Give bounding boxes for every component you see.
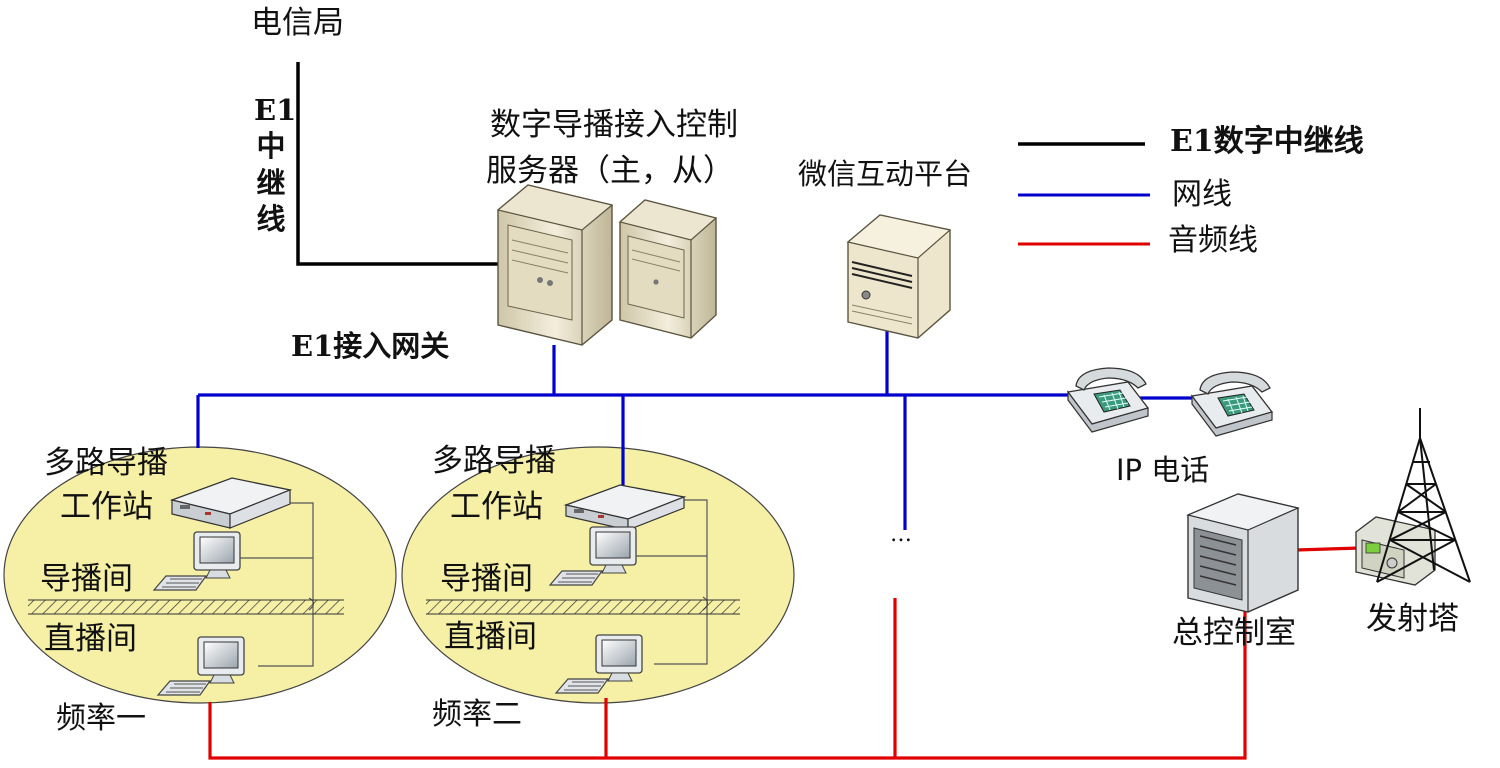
- server-icon: [846, 214, 952, 339]
- telecom-office-label: 电信局: [251, 5, 344, 41]
- station-group-label: 多路导播: [44, 445, 168, 481]
- e1-gateway-label: E1接入网关: [291, 329, 450, 363]
- station-frequency-label: 频率二: [432, 697, 522, 732]
- transmit-tower-label: 发射塔: [1366, 601, 1459, 637]
- ellipsis-label: …: [890, 522, 912, 547]
- master-control-room-label: 总控制室: [1172, 615, 1296, 651]
- station-studio-label: 直播间: [444, 619, 537, 655]
- tower-icon: [1376, 408, 1471, 583]
- station-director-room-label: 导播间: [440, 561, 533, 597]
- control-server-label-line1: 数字导播接入控制: [490, 107, 738, 143]
- legend-label-network: 网线: [1172, 177, 1232, 212]
- transmitter-icon: [1355, 516, 1436, 586]
- wall-divider: [426, 600, 740, 614]
- station-frequency-label: 频率一: [56, 701, 146, 736]
- server-icon: [618, 199, 718, 339]
- ip-phone-icon: [1191, 371, 1273, 437]
- legend-label-e1: E1数字中继线: [1170, 124, 1364, 159]
- station-workstation-label: 工作站: [60, 489, 153, 525]
- e1-trunk-label: E1 中 继 线: [254, 93, 297, 236]
- station-studio-label: 直播间: [44, 621, 137, 657]
- station-workstation-label: 工作站: [450, 489, 543, 525]
- control-server-label-line2: 服务器（主，从）: [486, 153, 734, 189]
- workstation-icon: [169, 477, 293, 529]
- legend-label-audio: 音频线: [1168, 223, 1258, 258]
- server-icon: [496, 184, 614, 346]
- station-area-1: [3, 446, 397, 704]
- ip-phone-icon: [1067, 367, 1149, 433]
- wechat-platform-label: 微信互动平台: [798, 157, 973, 191]
- ip-phone-label: IP 电话: [1116, 453, 1210, 487]
- network-lines: [196, 330, 1200, 530]
- station-group-label: 多路导播: [432, 443, 556, 479]
- wall-divider: [28, 600, 344, 614]
- audio-lines: [208, 546, 1361, 760]
- station-director-room-label: 导播间: [40, 561, 133, 597]
- e1-trunk-line: [296, 62, 500, 266]
- control-rack-icon: [1186, 493, 1300, 613]
